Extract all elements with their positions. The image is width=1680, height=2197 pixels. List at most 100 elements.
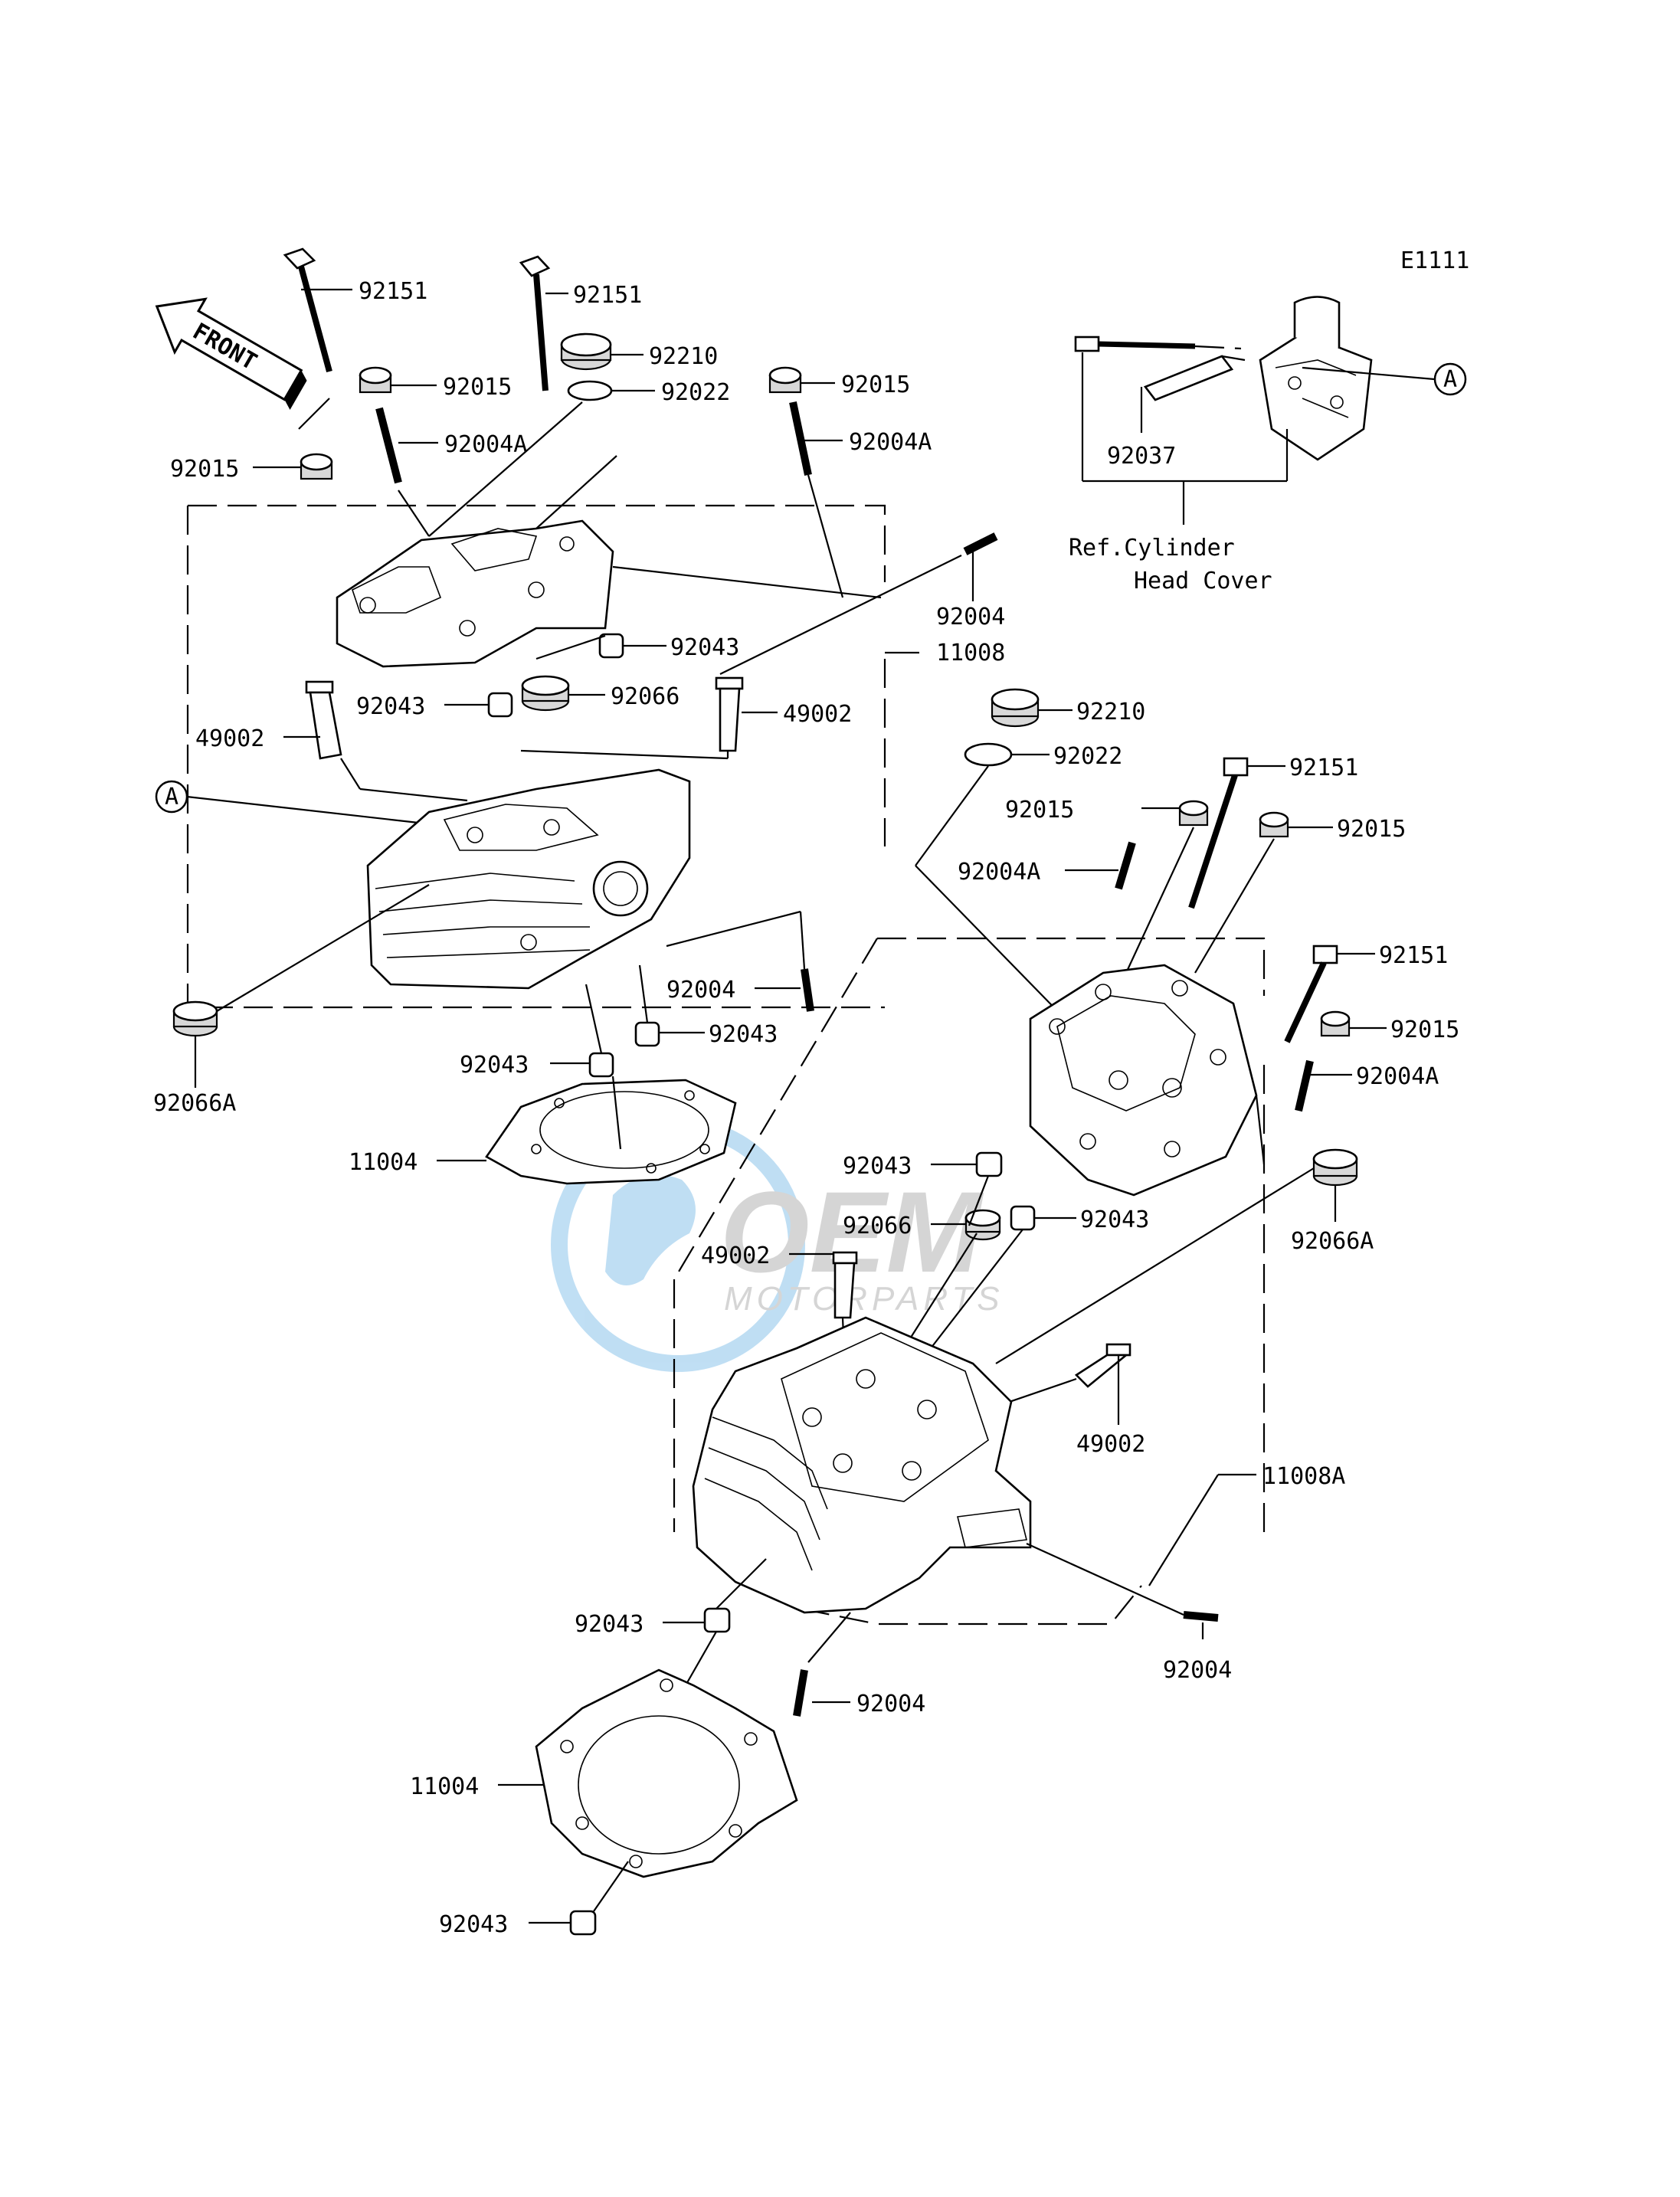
label-92066a-b: 92066A xyxy=(1291,1228,1374,1255)
stud-92004-upper xyxy=(963,532,998,555)
label-92043-e: 92043 xyxy=(843,1153,912,1180)
label-92004a-a: 92004A xyxy=(444,431,527,458)
label-92043-b: 92043 xyxy=(356,693,425,720)
label-92043-g: 92043 xyxy=(575,1611,644,1638)
label-92015-d: 92015 xyxy=(1005,797,1074,823)
guide-49002-rear-a xyxy=(832,1251,858,1319)
stud-92004a-rear-b xyxy=(1295,1059,1314,1112)
label-92015-a: 92015 xyxy=(443,374,512,401)
label-92210-b: 92210 xyxy=(1076,699,1145,725)
dowel-92043-c xyxy=(588,1052,614,1078)
plug-92066a-right xyxy=(1312,1148,1358,1187)
rocker-cover-rear xyxy=(1029,964,1258,1197)
label-11004-a: 11004 xyxy=(349,1149,418,1176)
label-49002-a: 49002 xyxy=(195,725,264,752)
guide-49002-rear-b xyxy=(1074,1343,1131,1388)
bolt-92037 xyxy=(1074,336,1196,352)
plug-92066a-left xyxy=(172,1000,218,1037)
nut-92015-a xyxy=(359,366,392,394)
bolt-92151-b xyxy=(519,255,551,391)
bolt-92151-a xyxy=(283,247,332,373)
label-92004a-b: 92004A xyxy=(849,429,932,456)
svg-text:A: A xyxy=(165,784,178,810)
label-92004a-d: 92004A xyxy=(1356,1063,1439,1090)
dowel-92043-rear-d xyxy=(569,1910,597,1936)
nut-92015-c xyxy=(300,453,333,480)
nut-92015-rear-c xyxy=(1320,1010,1351,1037)
label-92043-h: 92043 xyxy=(439,1911,508,1938)
gasket-11004-lower xyxy=(535,1668,798,1878)
label-92022-b: 92022 xyxy=(1053,743,1122,770)
head-cover-part xyxy=(1259,296,1373,461)
label-92043-a: 92043 xyxy=(670,634,739,661)
gasket-11004-upper xyxy=(485,1079,737,1185)
watermark-sub: MOTORPARTS xyxy=(724,1280,1004,1318)
nut-92210 xyxy=(560,332,612,371)
front-arrow-icon: FRONT xyxy=(155,297,307,410)
stud-92004-front-lower xyxy=(801,968,814,1012)
label-92004a-c: 92004A xyxy=(958,859,1040,886)
svg-text:A: A xyxy=(1443,366,1457,393)
label-11008: 11008 xyxy=(936,640,1005,666)
label-92043-d: 92043 xyxy=(460,1052,529,1079)
rocker-cover-front xyxy=(336,519,614,668)
label-92015-c: 92015 xyxy=(170,456,239,483)
dowel-92043-rear-b xyxy=(1010,1205,1036,1231)
label-92066-b: 92066 xyxy=(843,1213,912,1239)
stud-92004-rear-lower xyxy=(793,1669,808,1717)
cylinder-head-rear xyxy=(692,1316,1032,1614)
label-49002-b: 49002 xyxy=(783,701,852,728)
label-92210-a: 92210 xyxy=(649,343,718,370)
plug-92066 xyxy=(521,675,570,712)
dowel-92043-rear-c xyxy=(703,1607,731,1633)
label-92066a-a: 92066A xyxy=(153,1090,236,1117)
ref-cylinder-head-cover-inset: Ref.Cylinder Head Cover xyxy=(1069,296,1435,594)
dowel-92043-rear-a xyxy=(975,1151,1003,1177)
label-11008a: 11008A xyxy=(1262,1463,1345,1490)
label-92043-f: 92043 xyxy=(1080,1207,1149,1233)
label-92015-e: 92015 xyxy=(1337,816,1406,843)
label-92004-c: 92004 xyxy=(1163,1657,1232,1684)
label-11004-b: 11004 xyxy=(410,1773,479,1800)
bolt-92151-rear-a xyxy=(1188,757,1249,909)
front-cylinder-group xyxy=(172,247,998,1185)
part-labels: 92151 92151 92210 92015 92022 92015 9200… xyxy=(153,278,1459,1938)
nut-92210-rear xyxy=(991,688,1040,728)
label-92015-b: 92015 xyxy=(841,372,910,398)
stud-92004-rear-right xyxy=(1183,1611,1219,1622)
cylinder-head-front xyxy=(366,768,691,990)
nut-92015-rear-b xyxy=(1259,811,1289,838)
callout-a-left: A xyxy=(155,780,426,825)
plug-92066-rear xyxy=(964,1209,1001,1241)
label-92004-b: 92004 xyxy=(666,977,735,1004)
washer-92022-rear xyxy=(964,742,1013,767)
label-92004-a: 92004 xyxy=(936,604,1005,630)
label-92037: 92037 xyxy=(1107,443,1176,470)
label-92015-f: 92015 xyxy=(1390,1017,1459,1043)
label-92151-d: 92151 xyxy=(1379,942,1448,969)
nut-92015-b xyxy=(768,366,802,394)
label-49002-d: 49002 xyxy=(1076,1431,1145,1458)
stud-92004a-b xyxy=(789,401,812,476)
stud-92004a-a xyxy=(375,407,402,484)
stud-92004a-rear-a xyxy=(1115,841,1136,890)
label-92151-a: 92151 xyxy=(359,278,427,305)
callout-a-right: A xyxy=(1433,362,1467,396)
dowel-92043-d xyxy=(634,1021,660,1047)
ref-note-line1: Ref.Cylinder xyxy=(1069,535,1235,562)
label-92066-a: 92066 xyxy=(611,683,680,710)
guide-49002-left xyxy=(305,680,342,760)
label-49002-c: 49002 xyxy=(701,1243,770,1269)
label-92151-b: 92151 xyxy=(573,282,642,309)
guide-49002-right xyxy=(715,676,744,752)
label-92043-c: 92043 xyxy=(709,1021,778,1048)
washer-92022 xyxy=(567,380,613,401)
ref-note-line2: Head Cover xyxy=(1134,568,1272,594)
nut-92015-rear-a xyxy=(1178,800,1209,827)
dowel-92043-b xyxy=(487,692,513,718)
label-92022-a: 92022 xyxy=(661,379,730,406)
dowel-92043-a xyxy=(598,633,624,659)
label-92151-c: 92151 xyxy=(1289,755,1358,781)
label-92004-d: 92004 xyxy=(856,1691,925,1717)
